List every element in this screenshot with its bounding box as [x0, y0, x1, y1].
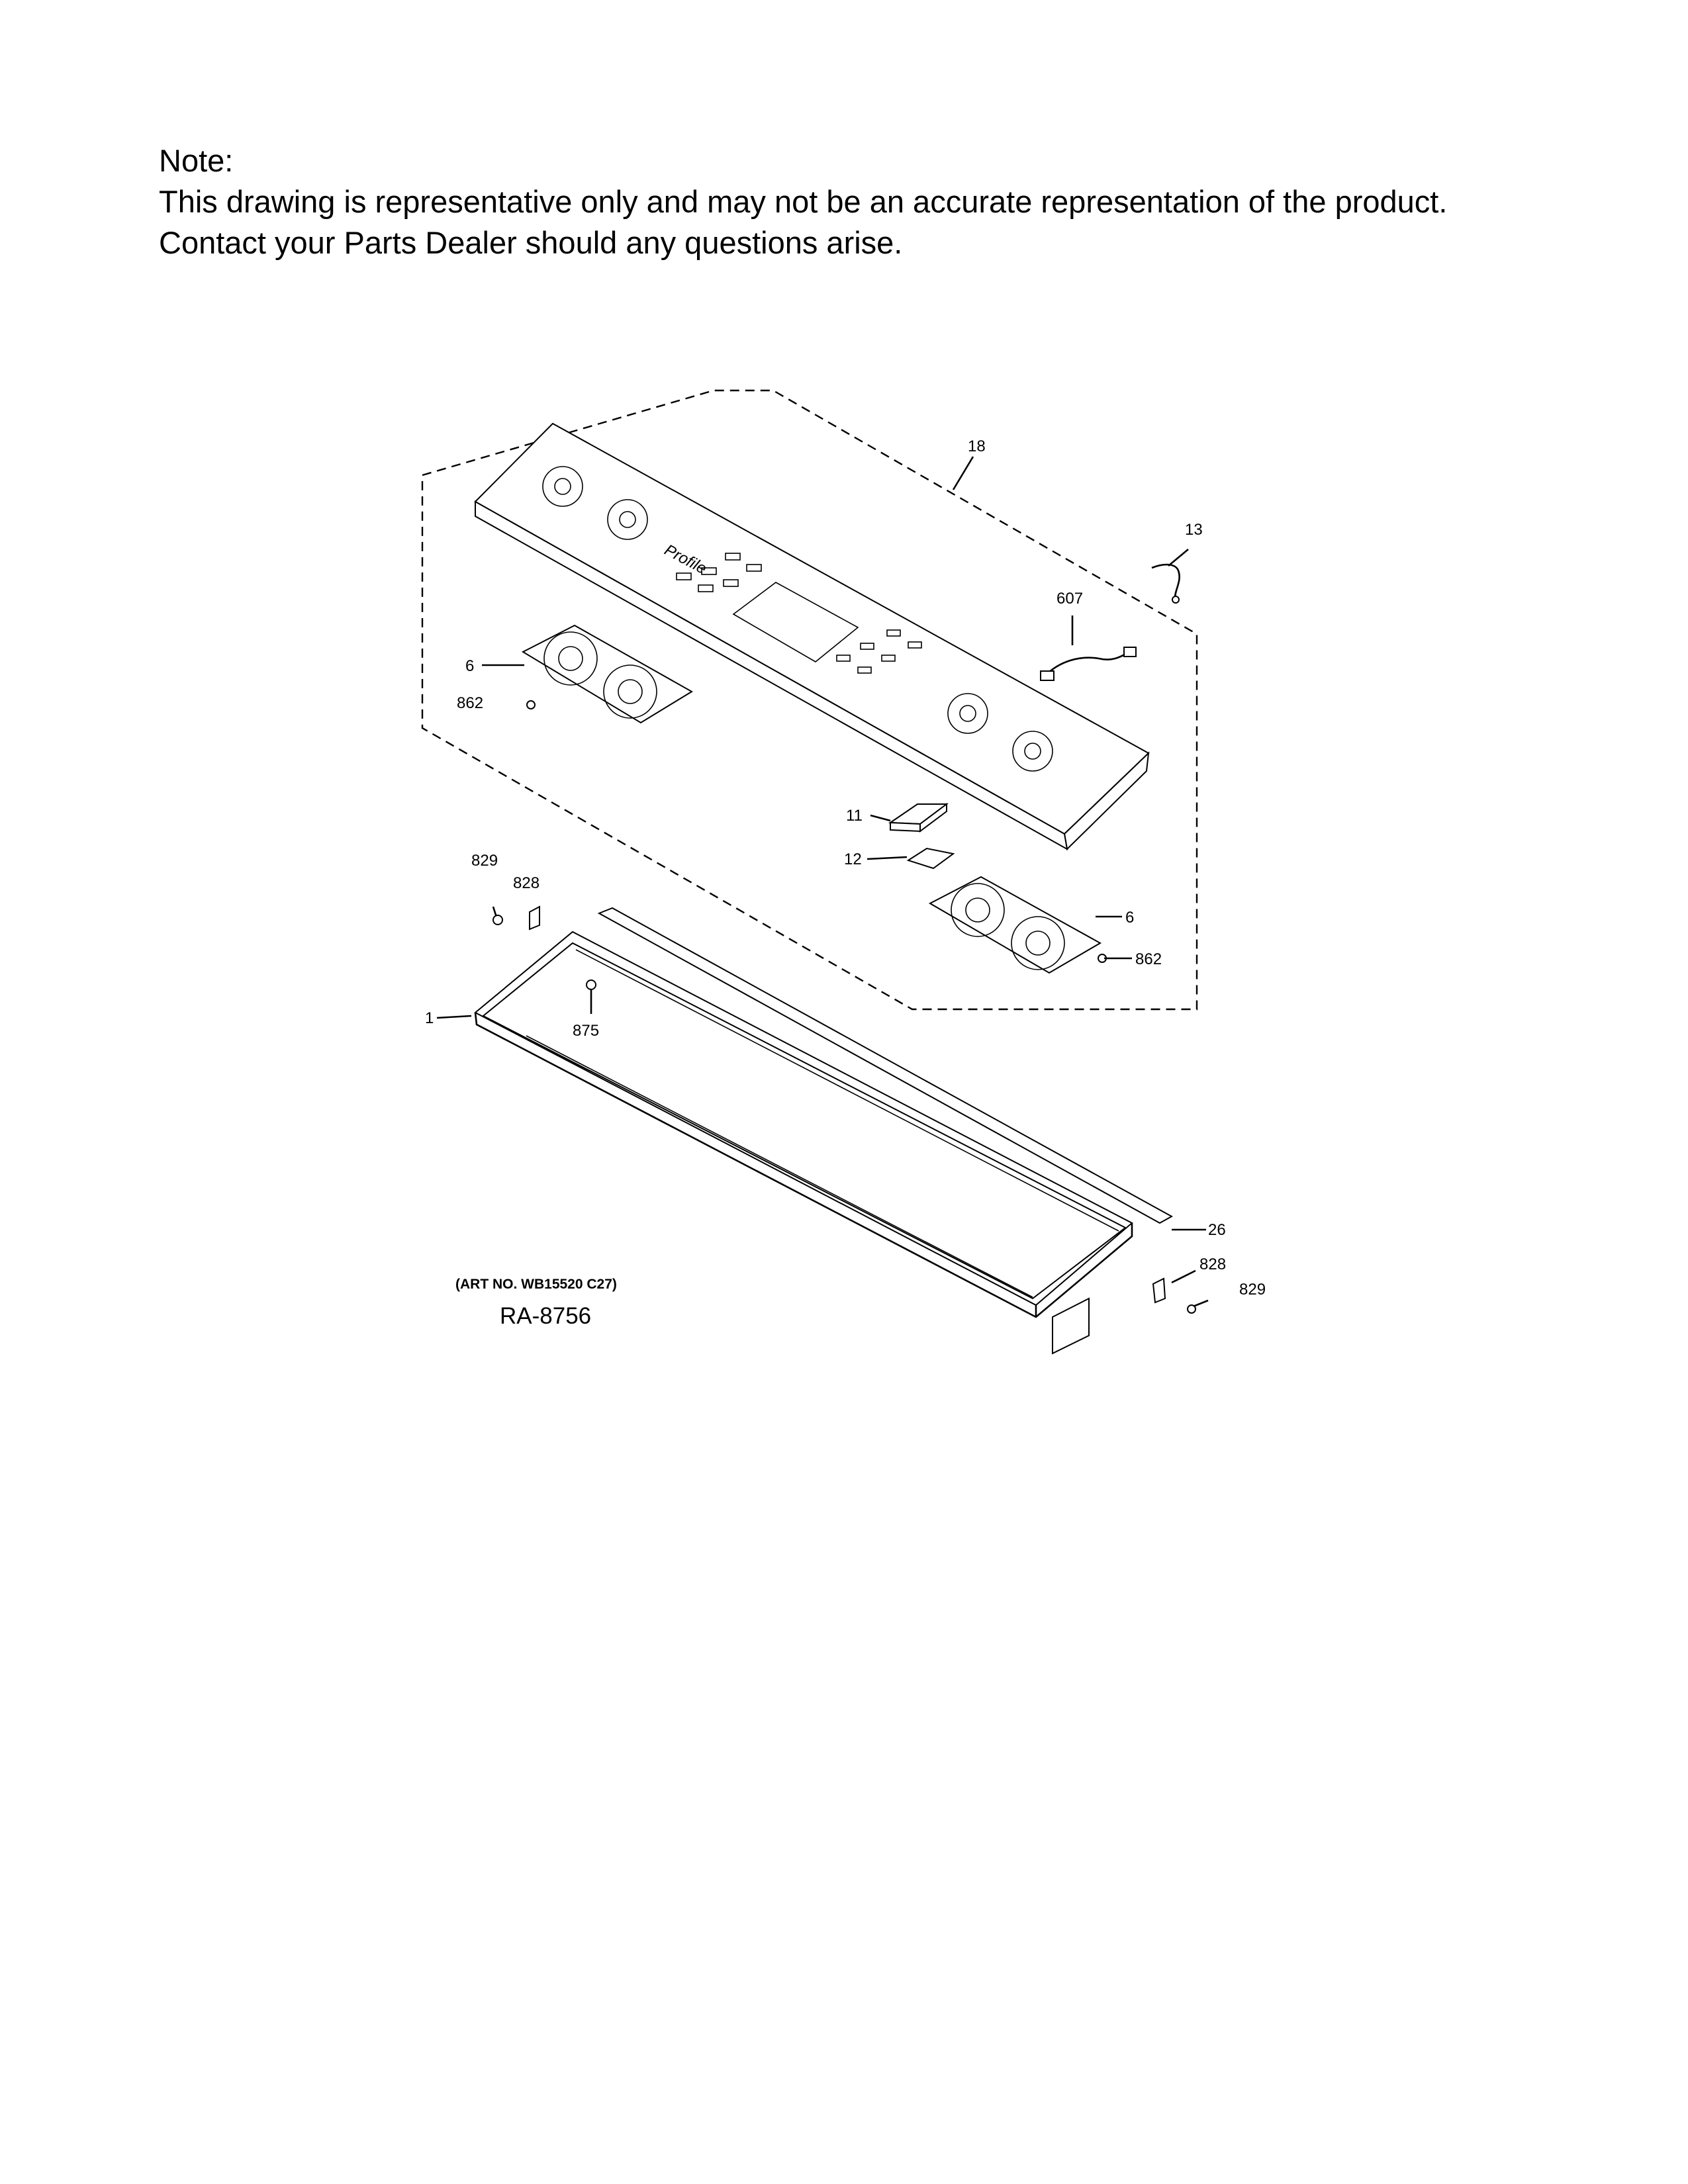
assembly-boundary: [421, 389, 1198, 1011]
board-12: [906, 847, 955, 870]
keypad-area: [676, 553, 922, 674]
encoder-assembly-left: [521, 624, 693, 724]
screw-862-left-icon: [526, 700, 536, 709]
callout-875: 875: [573, 1022, 599, 1040]
callout-1: 1: [425, 1009, 434, 1027]
screw-875-icon: [586, 979, 596, 990]
note-block: Note: This drawing is representative onl…: [159, 140, 1615, 263]
display-window: [732, 582, 859, 662]
note-line-2: Contact your Parts Dealer should any que…: [159, 225, 903, 260]
callout-607: 607: [1056, 590, 1083, 608]
burner-indicator-ring: [542, 466, 1053, 772]
leader-lines: [436, 456, 1206, 1284]
wire-harness-607: [1040, 647, 1137, 681]
control-panel-glass: Profile: [474, 422, 1150, 851]
callout-828-left: 828: [513, 874, 539, 892]
reference-number: RA-8756: [500, 1303, 591, 1329]
callout-829-left: 829: [471, 852, 498, 870]
bracket-828-left: [529, 905, 540, 931]
callout-862-right: 862: [1135, 950, 1162, 968]
callout-11: 11: [846, 807, 863, 825]
screw-829-left-icon: [492, 906, 503, 925]
wire-13: [1151, 563, 1180, 604]
note-line-1: This drawing is representative only and …: [159, 184, 1448, 219]
callout-26: 26: [1208, 1221, 1226, 1239]
art-number: (ART NO. WB15520 C27): [455, 1277, 617, 1292]
callout-13: 13: [1185, 521, 1203, 539]
callout-828-right: 828: [1199, 1255, 1226, 1273]
callout-6-left: 6: [465, 657, 474, 675]
bracket-828-right: [1152, 1277, 1166, 1304]
backsplash-frame: [474, 931, 1133, 1355]
callout-12: 12: [844, 850, 862, 868]
callout-6-right: 6: [1125, 909, 1134, 927]
trim-strip-26: [597, 907, 1174, 1224]
bracket-11: [888, 803, 949, 833]
encoder-assembly-right: [928, 876, 1102, 974]
callout-829-right: 829: [1239, 1281, 1266, 1298]
callout-862-left: 862: [457, 694, 483, 712]
note-title: Note:: [159, 143, 234, 178]
screw-829-right-icon: [1187, 1299, 1209, 1314]
callout-18: 18: [968, 437, 986, 455]
